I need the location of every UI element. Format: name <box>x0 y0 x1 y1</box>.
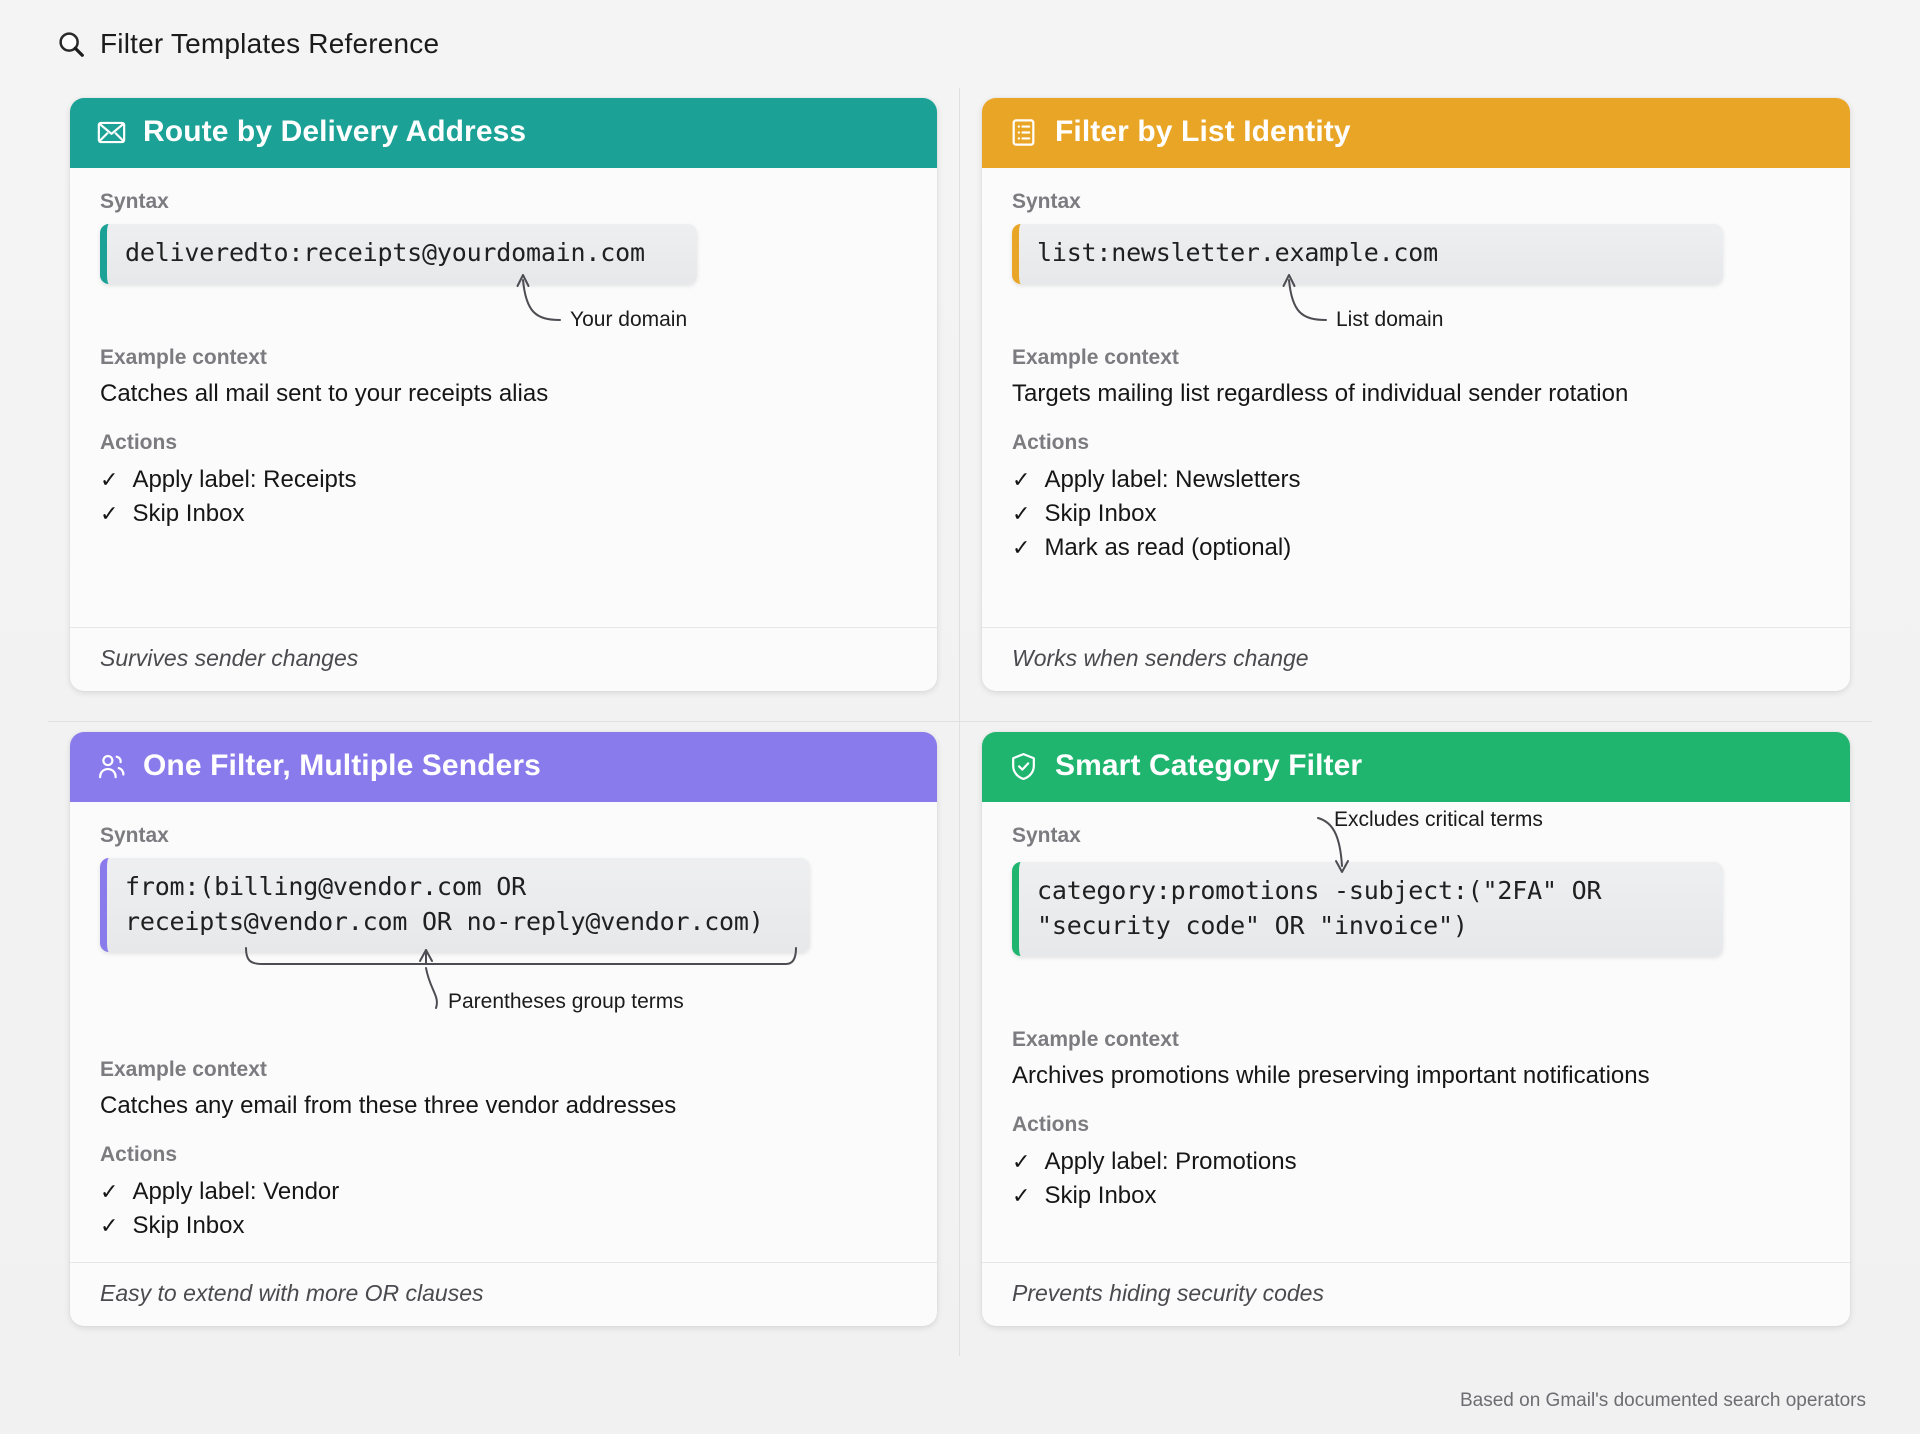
card-body: Syntax list:newsletter.example.com List … <box>982 168 1850 627</box>
actions-block: Actions ✓ Apply label: Receipts ✓ Skip I… <box>100 431 907 531</box>
action-label: Apply label: Vendor <box>132 1178 340 1206</box>
annotation-label: List domain <box>1336 308 1444 331</box>
actions-label: Actions <box>100 430 178 454</box>
check-icon: ✓ <box>100 500 119 526</box>
example-context-label: Example context <box>1012 1028 1179 1051</box>
action-label: Skip Inbox <box>132 1212 245 1240</box>
actions-label: Actions <box>1012 430 1090 454</box>
syntax-code[interactable]: category:promotions -subject:("2FA" OR "… <box>1012 862 1724 956</box>
card-footer: Prevents hiding security codes <box>982 1262 1850 1326</box>
example-context-label: Example context <box>1012 345 1179 369</box>
example-context-block: Example context Catches any email from t… <box>100 1058 907 1121</box>
example-context-label: Example context <box>100 345 267 369</box>
check-icon: ✓ <box>1012 500 1031 526</box>
example-context-text: Archives promotions while preserving imp… <box>1012 1062 1650 1089</box>
check-icon: ✓ <box>1012 534 1031 560</box>
card-header: One Filter, Multiple Senders <box>70 732 937 802</box>
syntax-block: from:(billing@vendor.com OR receipts@ven… <box>100 858 907 1013</box>
card-header: Smart Category Filter <box>982 732 1850 802</box>
envelope-icon <box>96 117 127 148</box>
syntax-label: Syntax <box>1012 824 1081 847</box>
actions-label: Actions <box>100 1143 178 1167</box>
syntax-code[interactable]: list:newsletter.example.com <box>1012 224 1724 284</box>
actions-label: Actions <box>1012 1113 1090 1137</box>
action-item: ✓ Apply label: Vendor <box>100 1175 907 1209</box>
card-route-by-delivery-address[interactable]: Route by Delivery Address Syntax deliver… <box>70 98 937 691</box>
card-body: Syntax deliveredto:receipts@yourdomain.c… <box>70 168 937 627</box>
card-header: Route by Delivery Address <box>70 98 937 168</box>
check-icon: ✓ <box>100 1213 119 1239</box>
card-body: Syntax from:(billing@vendor.com OR recei… <box>70 802 937 1262</box>
page-footnote: Based on Gmail's documented search opera… <box>1459 1390 1866 1411</box>
example-context-block: Example context Archives promotions whil… <box>1012 1028 1820 1091</box>
card-filter-by-list-identity[interactable]: Filter by List Identity Syntax list:news… <box>982 98 1850 691</box>
example-context-text: Targets mailing list regardless of indiv… <box>1012 379 1629 407</box>
card-footer: Survives sender changes <box>70 627 937 691</box>
action-label: Apply label: Newsletters <box>1044 465 1301 493</box>
action-item: ✓ Skip Inbox <box>100 497 907 531</box>
action-item: ✓ Skip Inbox <box>1012 1179 1820 1213</box>
card-one-filter-multiple-senders[interactable]: One Filter, Multiple Senders Syntax from… <box>70 732 937 1326</box>
annotation-label: Your domain <box>570 308 688 331</box>
page-title-text: Filter Templates Reference <box>100 28 440 59</box>
check-icon: ✓ <box>100 1179 119 1205</box>
grid-cell-1: Route by Delivery Address Syntax deliver… <box>48 88 960 722</box>
magnifier-icon <box>56 29 86 59</box>
syntax-label: Syntax <box>100 190 169 213</box>
card-smart-category-filter[interactable]: Smart Category Filter Syntax Excludes cr… <box>982 732 1850 1326</box>
syntax-block: deliveredto:receipts@yourdomain.com Your… <box>100 224 907 331</box>
actions-block: Actions ✓ Apply label: Newsletters ✓ Ski… <box>1012 431 1820 565</box>
action-label: Apply label: Receipts <box>132 465 357 493</box>
action-label: Skip Inbox <box>1044 1182 1157 1210</box>
syntax-label: Syntax <box>100 824 169 847</box>
action-item: ✓ Apply label: Receipts <box>100 463 907 497</box>
card-title: Route by Delivery Address <box>143 115 527 148</box>
example-context-text: Catches any email from these three vendo… <box>100 1092 677 1119</box>
example-context-text: Catches all mail sent to your receipts a… <box>100 379 549 407</box>
action-label: Mark as read (optional) <box>1044 533 1292 561</box>
actions-block: Actions ✓ Apply label: Vendor ✓ Skip Inb… <box>100 1143 907 1243</box>
annotation-label: Parentheses group terms <box>448 990 684 1013</box>
syntax-code[interactable]: deliveredto:receipts@yourdomain.com <box>100 224 698 284</box>
shield-check-icon <box>1008 751 1039 782</box>
action-item: ✓ Apply label: Newsletters <box>1012 463 1820 497</box>
grid-cell-4: Smart Category Filter Syntax Excludes cr… <box>960 722 1872 1356</box>
grid-cell-2: Filter by List Identity Syntax list:news… <box>960 88 1872 722</box>
card-title: One Filter, Multiple Senders <box>143 749 541 782</box>
card-title: Smart Category Filter <box>1055 749 1363 782</box>
check-icon: ✓ <box>100 466 119 492</box>
action-label: Skip Inbox <box>1044 499 1157 527</box>
action-item: ✓ Skip Inbox <box>100 1209 907 1243</box>
page-title: Filter Templates Reference <box>56 28 439 60</box>
action-item: ✓ Apply label: Promotions <box>1012 1145 1820 1179</box>
syntax-block: list:newsletter.example.com List domain <box>1012 224 1820 331</box>
syntax-label: Syntax <box>1012 190 1081 213</box>
example-context-label: Example context <box>100 1058 267 1081</box>
card-title: Filter by List Identity <box>1055 115 1351 148</box>
example-context-block: Example context Catches all mail sent to… <box>100 346 907 409</box>
card-footer: Easy to extend with more OR clauses <box>70 1262 937 1326</box>
card-body: Syntax Excludes critical terms category:… <box>982 802 1850 1262</box>
templates-grid: Route by Delivery Address Syntax deliver… <box>48 88 1872 1356</box>
example-context-block: Example context Targets mailing list reg… <box>1012 346 1820 409</box>
actions-block: Actions ✓ Apply label: Promotions ✓ Skip… <box>1012 1113 1820 1213</box>
check-icon: ✓ <box>1012 466 1031 492</box>
action-label: Skip Inbox <box>132 499 245 527</box>
annotation-parentheses-group-terms: Parentheses group terms <box>240 946 800 1026</box>
grid-cell-3: One Filter, Multiple Senders Syntax from… <box>48 722 960 1356</box>
card-header: Filter by List Identity <box>982 98 1850 168</box>
check-icon: ✓ <box>1012 1183 1031 1209</box>
action-item: ✓ Mark as read (optional) <box>1012 531 1820 565</box>
card-footer: Works when senders change <box>982 627 1850 691</box>
list-document-icon <box>1008 117 1039 148</box>
action-label: Apply label: Promotions <box>1044 1148 1297 1176</box>
action-item: ✓ Skip Inbox <box>1012 497 1820 531</box>
syntax-block: Excludes critical terms category:promoti… <box>1012 808 1820 956</box>
syntax-code[interactable]: from:(billing@vendor.com OR receipts@ven… <box>100 858 811 952</box>
check-icon: ✓ <box>1012 1149 1031 1175</box>
users-icon <box>96 751 127 782</box>
